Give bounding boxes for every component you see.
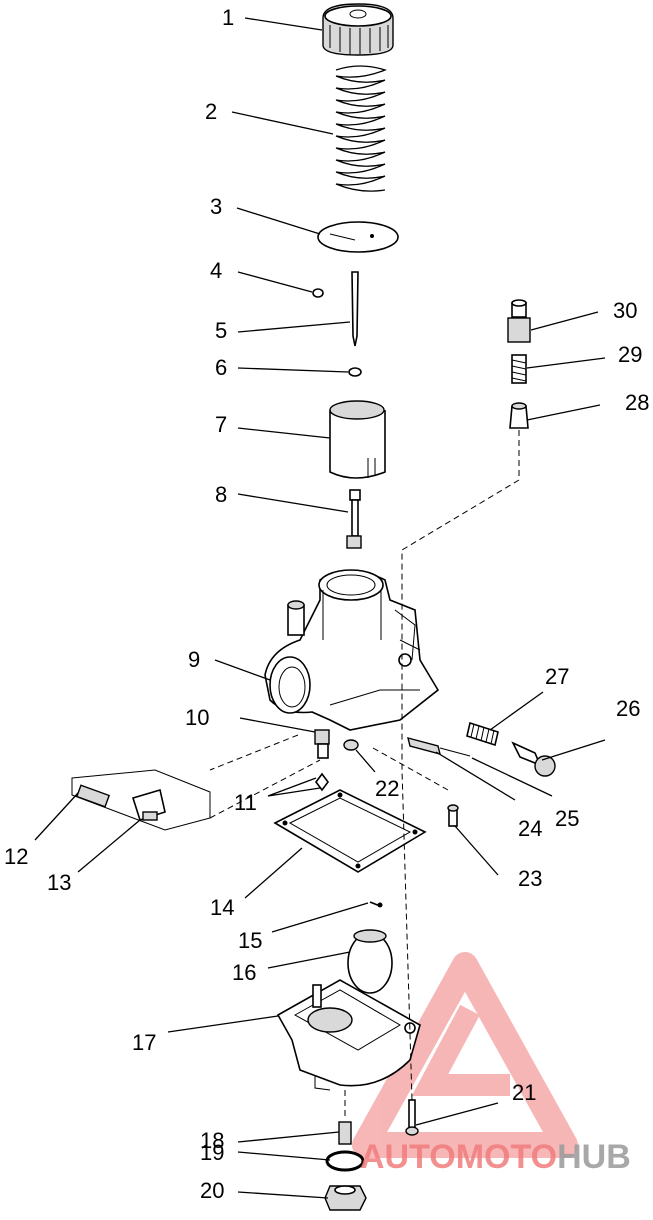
callout-numbers: 1 2 3 4 5 6 7 8 9 10 11 12 13 14 15 16 1… [4, 5, 649, 1203]
part-10-jet [314, 729, 330, 759]
watermark-text: AUTOMOTOHUB [360, 1138, 631, 1176]
callout-15: 15 [238, 928, 262, 953]
part-22-washer [343, 739, 359, 751]
leader-lines [34, 17, 606, 1199]
callout-29: 29 [618, 342, 642, 367]
part-11-jet [315, 772, 329, 792]
callout-4: 4 [210, 258, 222, 283]
part-9-carb-body [264, 569, 440, 731]
callout-19: 19 [200, 1140, 224, 1165]
callout-5: 5 [215, 318, 227, 343]
callout-24: 24 [518, 816, 542, 841]
callout-9: 9 [188, 647, 200, 672]
callout-14: 14 [210, 895, 234, 920]
part-30-nut [507, 299, 531, 343]
assembly-lines [209, 430, 520, 1120]
part-14-gasket [273, 789, 427, 873]
callout-28: 28 [625, 390, 649, 415]
callout-30: 30 [613, 298, 637, 323]
part-21-screw [405, 1099, 419, 1136]
part-27-spring [466, 721, 499, 747]
callout-3: 3 [210, 194, 222, 219]
callout-25: 25 [555, 806, 579, 831]
callout-8: 8 [215, 482, 227, 507]
callout-2: 2 [205, 99, 217, 124]
callout-13: 13 [47, 870, 71, 895]
part-25-spring [439, 747, 471, 757]
callout-17: 17 [132, 1030, 156, 1055]
part-6-washer [348, 367, 362, 377]
watermark-moto: MOTO [456, 1138, 557, 1176]
part-19-o-ring [325, 1150, 365, 1172]
part-5-needle [351, 271, 359, 347]
part-24-screw [407, 737, 441, 755]
part-26-pilot-screw [511, 741, 556, 777]
part-13-bracket [131, 788, 166, 822]
callout-1: 1 [222, 5, 234, 30]
callout-20: 20 [200, 1178, 224, 1203]
part-18-drain-plug [338, 1121, 352, 1145]
svg-text:AUTOMOTOHUB: AUTOMOTOHUB [360, 1138, 631, 1176]
part-29-spring [511, 354, 527, 384]
part-7-slide [329, 400, 386, 479]
watermark-auto: AUTO [360, 1138, 456, 1176]
part-17-float-bowl [276, 979, 421, 1091]
part-16-float [347, 929, 393, 994]
part-28-plunger [509, 402, 529, 429]
callout-23: 23 [518, 866, 542, 891]
part-8-needle-jet [346, 489, 362, 549]
callout-12: 12 [4, 844, 28, 869]
callout-11: 11 [234, 790, 257, 815]
part-3-plate [317, 221, 399, 253]
callout-18: 18 [200, 1128, 224, 1153]
callout-26: 26 [616, 696, 640, 721]
watermark-hub: HUB [557, 1138, 631, 1176]
callout-21: 21 [512, 1080, 536, 1105]
part-15-pin [369, 901, 383, 908]
part-23-screw [447, 804, 459, 827]
watermark-logo [352, 952, 578, 1158]
callout-27: 27 [545, 664, 569, 689]
part-2-spring [335, 65, 387, 192]
part-20-nut [324, 1185, 367, 1211]
callout-22: 22 [375, 776, 399, 801]
callout-6: 6 [215, 355, 227, 380]
part-1-cap [322, 3, 394, 56]
part-4-clip [312, 288, 324, 298]
callout-16: 16 [232, 960, 256, 985]
callout-7: 7 [215, 412, 227, 437]
callout-10: 10 [185, 705, 209, 730]
